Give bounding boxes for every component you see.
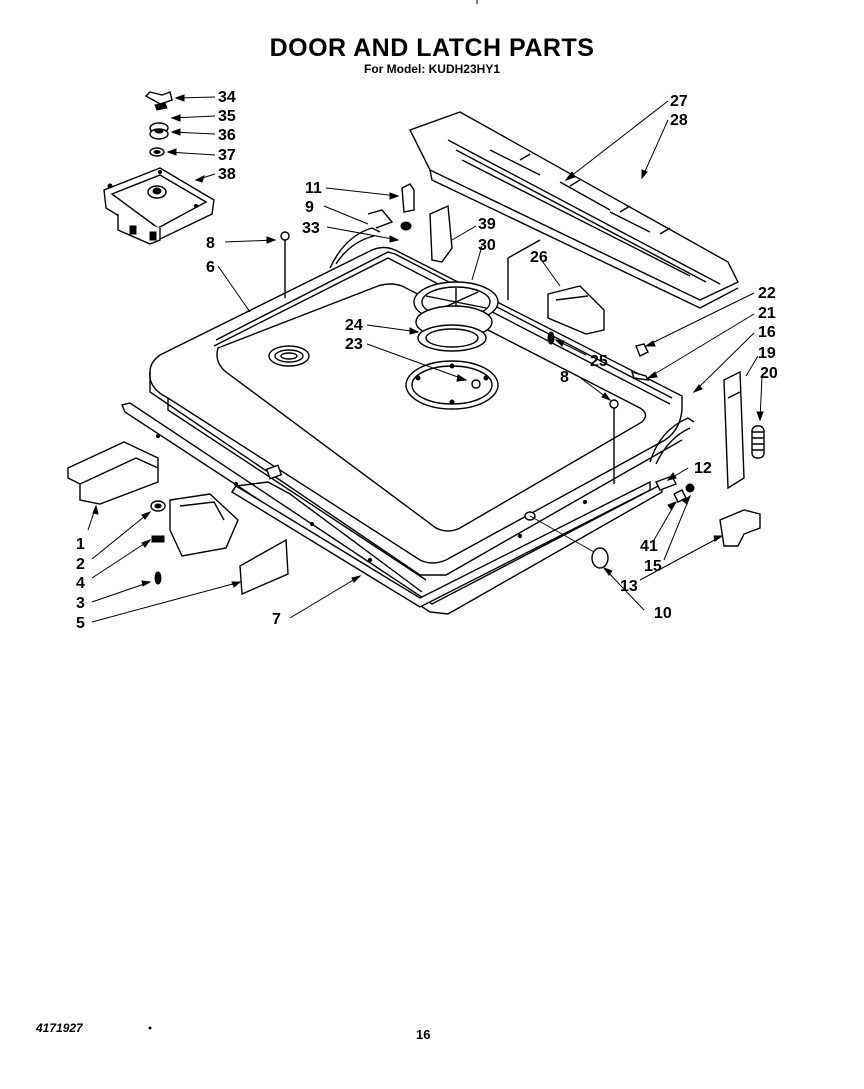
callout-20: 20 — [760, 365, 778, 382]
callout-15: 15 — [644, 558, 662, 575]
callout-4: 4 — [76, 575, 85, 592]
door-panel — [121, 227, 695, 615]
callout-37: 37 — [218, 147, 236, 164]
latch-parts-left — [67, 441, 609, 596]
callout-labels: 34 35 36 37 38 27 28 11 9 33 39 30 8 6 2… — [76, 89, 778, 632]
callout-9: 9 — [305, 199, 314, 216]
callout-1: 1 — [76, 536, 85, 553]
callout-28: 28 — [670, 112, 688, 129]
vent-grille — [409, 111, 739, 309]
callout-33: 33 — [302, 220, 320, 237]
leader-lines — [87, 94, 764, 623]
callout-2: 2 — [76, 556, 85, 573]
callout-22: 22 — [758, 285, 776, 302]
callout-10: 10 — [654, 605, 672, 622]
callout-8-left: 8 — [206, 235, 215, 252]
latch-parts-right — [471, 239, 765, 547]
callout-11: 11 — [305, 180, 322, 197]
callout-41: 41 — [640, 538, 658, 555]
callout-7: 7 — [272, 611, 281, 628]
control-assembly — [103, 91, 215, 245]
callout-34: 34 — [218, 89, 236, 106]
document-number: 4171927 — [36, 1021, 83, 1035]
callout-27: 27 — [670, 93, 688, 110]
hinge-parts-left — [280, 183, 453, 298]
callout-21: 21 — [758, 305, 776, 322]
callout-24: 24 — [345, 317, 363, 334]
callout-26: 26 — [530, 249, 548, 266]
callout-12: 12 — [694, 460, 712, 477]
callout-25: 25 — [590, 353, 608, 370]
callout-3: 3 — [76, 595, 85, 612]
callout-6: 6 — [206, 259, 215, 276]
dispenser-parts — [413, 281, 499, 352]
callout-30: 30 — [478, 237, 496, 254]
callout-13: 13 — [620, 578, 638, 595]
callout-23: 23 — [345, 336, 363, 353]
callout-5: 5 — [76, 615, 85, 632]
model-subtitle: For Model: KUDH23HY1 — [363, 62, 500, 76]
callout-38: 38 — [218, 166, 236, 183]
diagram-title: DOOR AND LATCH PARTS — [269, 34, 595, 62]
callout-39: 39 — [478, 216, 496, 233]
callout-16: 16 — [758, 324, 776, 341]
page-dot — [148, 1026, 152, 1030]
callout-35: 35 — [218, 108, 236, 125]
callout-8-right: 8 — [560, 369, 569, 386]
page-number: 16 — [416, 1027, 431, 1042]
callout-19: 19 — [758, 345, 776, 362]
callout-36: 36 — [218, 127, 236, 144]
